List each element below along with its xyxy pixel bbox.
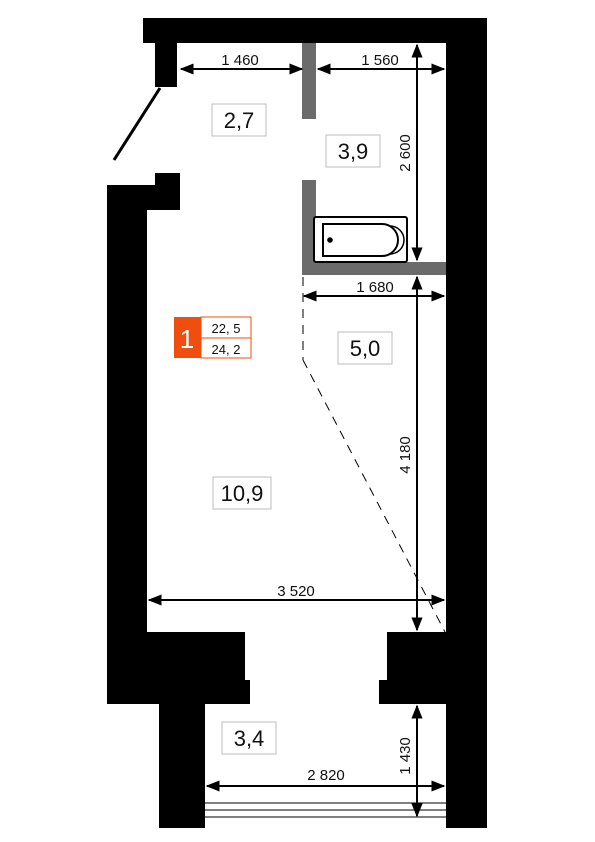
area-balcony: 3,4 [234, 726, 265, 751]
room-hall: 2,7 [211, 103, 267, 137]
dim-balcony-width: 2 820 [307, 767, 345, 784]
wall-top-left-stub [143, 18, 176, 43]
wall-bottom-right-lower [379, 680, 447, 704]
area-bathroom: 3,9 [338, 139, 369, 164]
partition-bath-bottom [302, 262, 446, 275]
room-kitchen: 5,0 [337, 331, 393, 365]
dim-bath-depth: 2 600 [397, 134, 414, 172]
badge-number-box [174, 317, 201, 358]
entry-door[interactable] [112, 87, 162, 161]
room-balcony: 3,4 [221, 721, 277, 755]
area-living-total: 22, 5 [212, 321, 241, 336]
area-living: 10,9 [221, 481, 264, 506]
area-total: 24, 2 [212, 342, 241, 357]
balcony-rail [205, 802, 446, 818]
dim-kitchen-width: 1 680 [356, 279, 394, 296]
wall-right [446, 18, 487, 828]
partition-bath-top [302, 43, 316, 119]
wall-left-notch [107, 185, 160, 210]
dimension-lines [147, 43, 446, 818]
wall-top [143, 18, 487, 43]
partitions [302, 43, 446, 275]
partition-bath-lower [302, 180, 316, 275]
apartment-number: 1 [180, 324, 194, 354]
wall-left-door-jamb [155, 173, 180, 210]
wall-bottom-left [107, 632, 245, 680]
walls [107, 18, 487, 828]
wall-left [107, 185, 147, 703]
dim-bath-width: 1 560 [361, 52, 399, 69]
kitchen-boundary [302, 277, 446, 633]
dim-room-width: 3 520 [277, 583, 315, 600]
wall-left-entry-jamb [155, 43, 177, 87]
dim-hall-width: 1 460 [221, 52, 259, 69]
bathtub-icon [313, 216, 408, 263]
room-bathroom: 3,9 [325, 134, 381, 168]
wall-bottom-left-lower [107, 680, 250, 704]
apartment-badge: 1 22, 5 24, 2 [174, 316, 252, 359]
area-kitchen: 5,0 [350, 336, 381, 361]
area-hall: 2,7 [224, 108, 255, 133]
dim-balcony-depth: 1 430 [397, 737, 414, 775]
wall-bottom-right [387, 632, 447, 680]
dim-kitchen-depth: 4 180 [397, 436, 414, 474]
wall-balcony-left [159, 704, 205, 828]
room-living: 10,9 [212, 476, 272, 510]
